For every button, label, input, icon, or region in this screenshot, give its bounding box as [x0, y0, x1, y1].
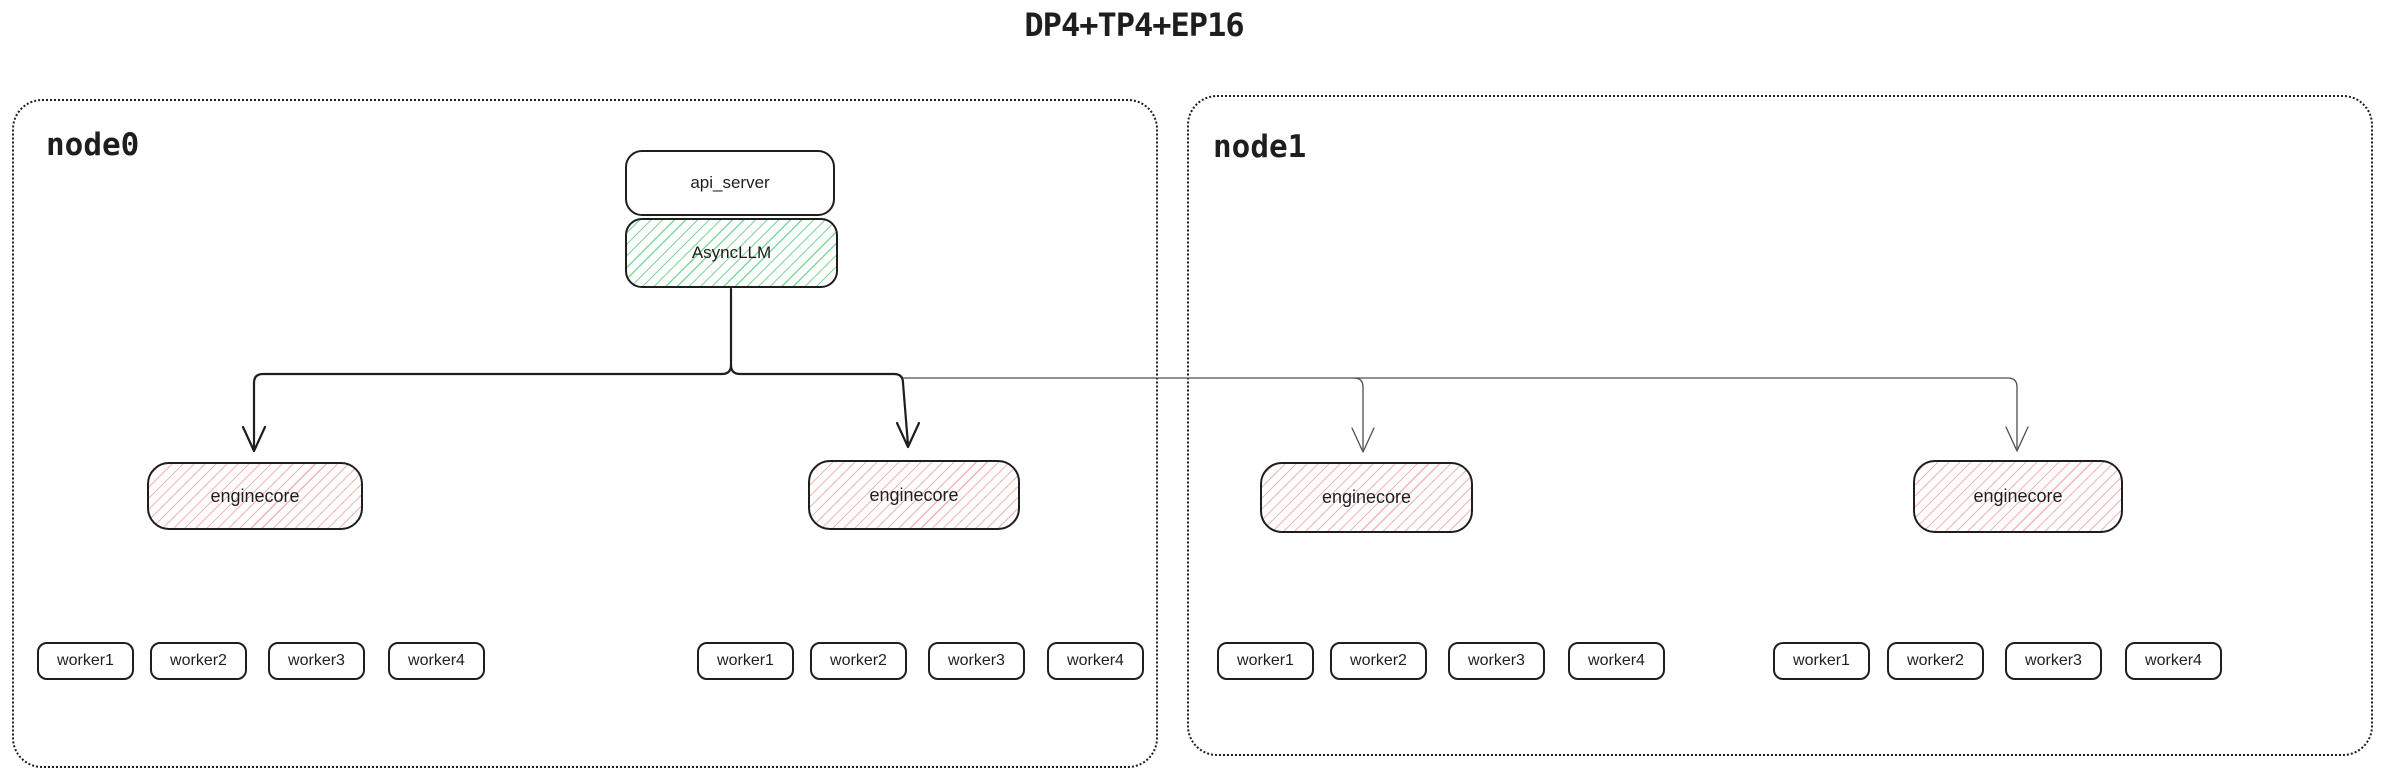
worker-label: worker3 — [1468, 652, 1525, 669]
node1-enginecore-1: enginecore — [1260, 462, 1473, 533]
api-server-box: api_server — [625, 150, 835, 216]
worker-label: worker3 — [2025, 652, 2082, 669]
worker-label: worker3 — [948, 652, 1005, 669]
node0-group1-worker3: worker3 — [268, 642, 365, 680]
node0-enginecore-1: enginecore — [147, 462, 363, 530]
enginecore-label: enginecore — [1321, 487, 1412, 507]
node1-group1-worker3: worker3 — [1448, 642, 1545, 680]
node0-group1-worker4: worker4 — [388, 642, 485, 680]
worker-label: worker2 — [170, 652, 227, 669]
asyncllm-label: AsyncLLM — [691, 243, 772, 262]
enginecore-label: enginecore — [210, 485, 300, 506]
node0-group2-worker3: worker3 — [928, 642, 1025, 680]
node1-group1-worker1: worker1 — [1217, 642, 1314, 680]
worker-label: worker2 — [1350, 652, 1407, 669]
diagram-title: DP4+TP4+EP16 — [1024, 6, 1244, 44]
worker-label: worker4 — [408, 652, 465, 669]
worker-label: worker3 — [288, 652, 345, 669]
node1-group2-worker3: worker3 — [2005, 642, 2102, 680]
api-server-label: api_server — [690, 173, 770, 192]
node0-label: node0 — [46, 127, 140, 163]
worker-label: worker4 — [2145, 652, 2202, 669]
worker-label: worker2 — [1907, 652, 1964, 669]
worker-label: worker2 — [830, 652, 887, 669]
worker-label: worker4 — [1067, 652, 1124, 669]
node1-enginecore-2: enginecore — [1913, 460, 2123, 533]
node0-group2-worker1: worker1 — [697, 642, 794, 680]
node1-group2-worker2: worker2 — [1887, 642, 1984, 680]
node1-group1-worker2: worker2 — [1330, 642, 1427, 680]
worker-label: worker1 — [1237, 652, 1294, 669]
worker-label: worker4 — [1588, 652, 1645, 669]
node1-group2-worker1: worker1 — [1773, 642, 1870, 680]
worker-label: worker1 — [57, 652, 114, 669]
node0-enginecore-2: enginecore — [808, 460, 1020, 530]
node1-label: node1 — [1213, 129, 1307, 165]
node0-group1-worker1: worker1 — [37, 642, 134, 680]
node1-group2-worker4: worker4 — [2125, 642, 2222, 680]
worker-label: worker1 — [1793, 652, 1850, 669]
asyncllm-box: AsyncLLM — [625, 218, 838, 288]
enginecore-label: enginecore — [869, 484, 959, 505]
node1-group1-worker4: worker4 — [1568, 642, 1665, 680]
node0-group2-worker4: worker4 — [1047, 642, 1144, 680]
node0-group1-worker2: worker2 — [150, 642, 247, 680]
enginecore-label: enginecore — [1973, 486, 2063, 506]
worker-label: worker1 — [717, 652, 774, 669]
node0-group2-worker2: worker2 — [810, 642, 907, 680]
